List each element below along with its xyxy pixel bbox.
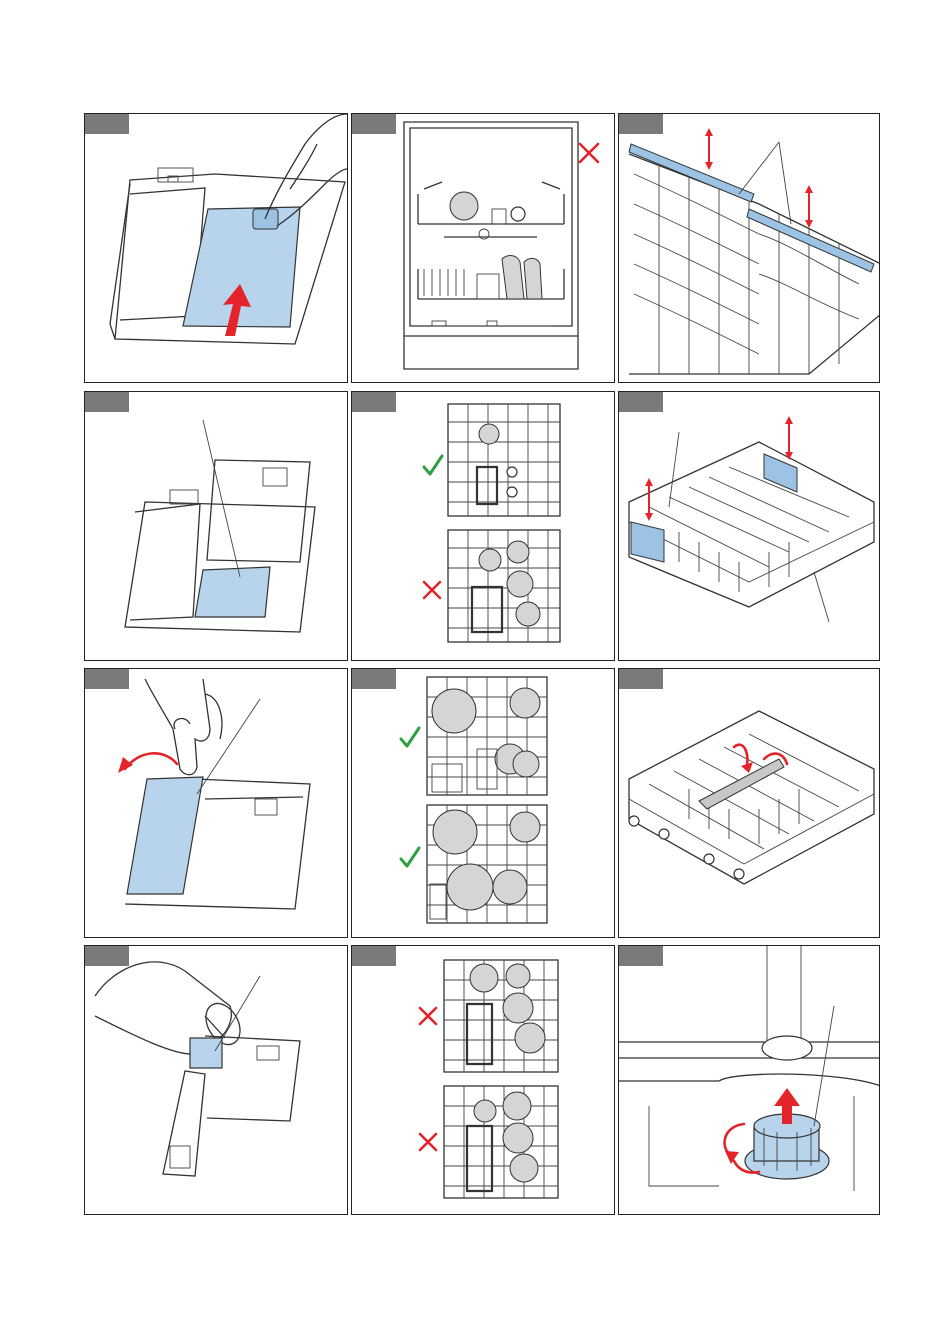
panel-upper-basket-height xyxy=(618,391,880,661)
panel-pour-detergent xyxy=(84,945,348,1215)
dispenser-illustration xyxy=(85,114,348,383)
panel-upper-basket-tines xyxy=(618,113,880,383)
pour-detergent-illustration xyxy=(85,946,348,1215)
filter-removal-illustration xyxy=(619,946,880,1215)
panel-lower-basket-wrong-loading xyxy=(351,945,615,1215)
panel-lower-basket-loading xyxy=(351,668,615,938)
basket-height-illustration xyxy=(619,392,880,661)
panel-dishwasher-overloaded xyxy=(351,113,615,383)
panel-dispenser-open xyxy=(84,113,348,383)
basket-tines-illustration xyxy=(619,114,880,383)
dishwasher-illustration xyxy=(352,114,615,383)
panel-filter-removal xyxy=(618,945,880,1215)
panel-rinse-aid-compartment xyxy=(84,391,348,661)
lower-basket-loading-illustration xyxy=(352,669,615,938)
panel-dispenser-lid-open xyxy=(84,668,348,938)
cutlery-basket-illustration xyxy=(352,392,615,661)
fold-tines-illustration xyxy=(619,669,880,938)
wrong-loading-illustration xyxy=(352,946,615,1215)
panel-fold-down-tines xyxy=(618,668,880,938)
rinse-aid-illustration xyxy=(85,392,348,661)
dispenser-lid-illustration xyxy=(85,669,348,938)
panel-cutlery-basket-loading xyxy=(351,391,615,661)
